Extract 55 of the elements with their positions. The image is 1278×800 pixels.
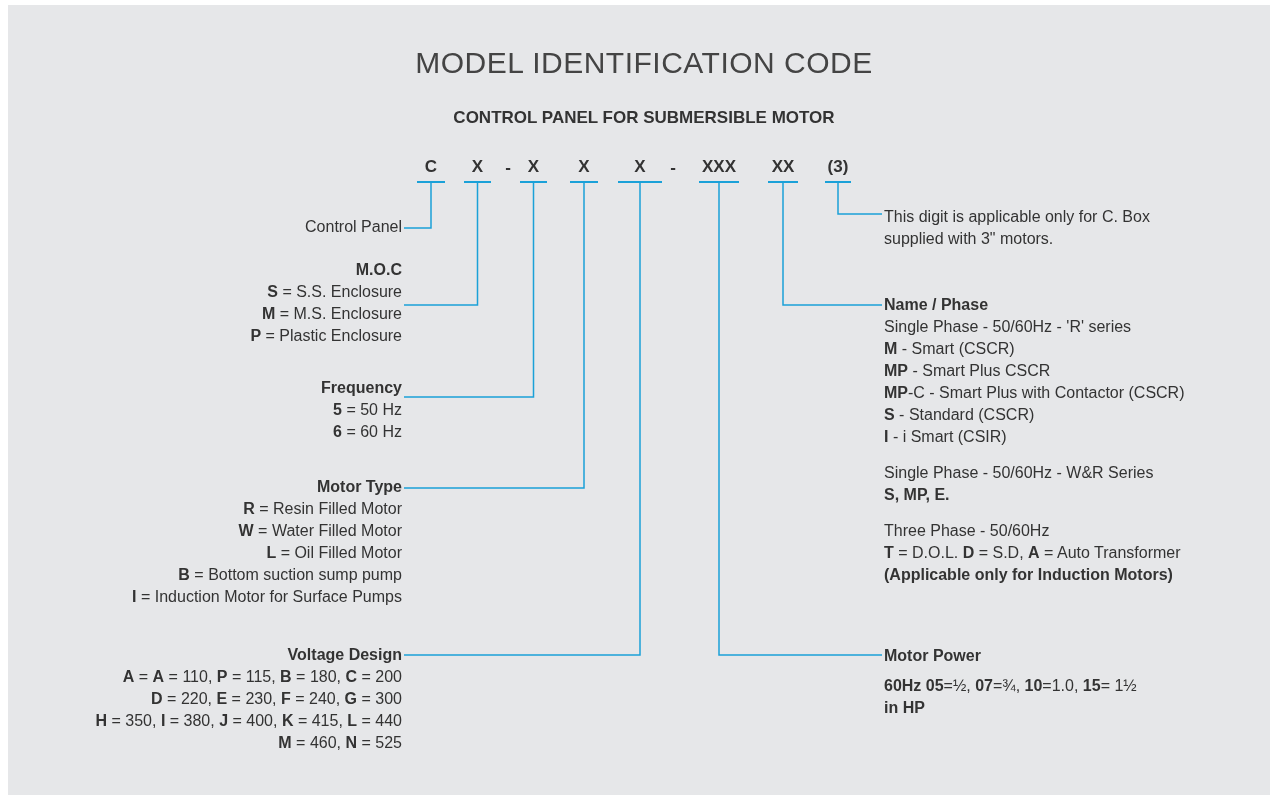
code-character: (3) (825, 157, 851, 183)
title: MODEL IDENTIFICATION CODE (414, 46, 874, 80)
description-text: B = Bottom suction sump pump (177, 565, 402, 585)
code-character: X (570, 157, 598, 183)
description-text: MP-C - Smart Plus with Contactor (CSCR) (884, 383, 1185, 403)
code-character: X (618, 157, 662, 183)
description-text: 60Hz 05=½, 07=¾, 10=1.0, 15= 1½ (884, 676, 1137, 696)
leader-line (403, 182, 585, 489)
description-text: in HP (884, 698, 926, 718)
description-text: A = A = 110, P = 115, B = 180, C = 200 (121, 667, 402, 687)
subtitle: CONTROL PANEL FOR SUBMERSIBLE MOTOR (452, 108, 836, 128)
description-text: 5 = 50 Hz (332, 400, 402, 420)
heading: Motor Power (884, 646, 982, 666)
description-text: W = Water Filled Motor (237, 521, 402, 541)
description-text: Single Phase - 50/60Hz - W&R Series (884, 463, 1155, 483)
heading: Motor Type (315, 477, 402, 497)
leader-line (403, 182, 432, 229)
code-character: X (520, 157, 547, 183)
description-text: MP - Smart Plus CSCR (884, 361, 1052, 381)
heading: M.O.C (354, 260, 402, 280)
description-text: R = Resin Filled Motor (242, 499, 402, 519)
code-character: X (464, 157, 491, 183)
description-text: 6 = 60 Hz (332, 422, 402, 442)
description-text: M = M.S. Enclosure (260, 304, 402, 324)
description-text: Three Phase - 50/60Hz (884, 521, 1051, 541)
separator-dash: - (669, 158, 677, 178)
leader-line (837, 182, 883, 215)
description-text: M - Smart (CSCR) (884, 339, 1016, 359)
description-text: S - Standard (CSCR) (884, 405, 1036, 425)
description-text: D = 220, E = 230, F = 240, G = 300 (150, 689, 402, 709)
code-character: XX (768, 157, 798, 183)
description-text: H = 350, I = 380, J = 400, K = 415, L = 440 (94, 711, 402, 731)
description-text: M = 460, N = 525 (277, 733, 402, 753)
description-text: L = Oil Filled Motor (265, 543, 402, 563)
code-character: C (417, 157, 445, 183)
leader-line (403, 182, 479, 306)
description-text: Single Phase - 50/60Hz - 'R' series (884, 317, 1133, 337)
heading: Voltage Design (286, 645, 402, 665)
description-text: S = S.S. Enclosure (266, 282, 402, 302)
heading: Name / Phase (884, 295, 990, 315)
separator-dash: - (504, 158, 512, 178)
leader-line (782, 182, 883, 306)
description-text: S, MP, E. (884, 485, 951, 505)
description-text: P = Plastic Enclosure (249, 326, 402, 346)
description-text: (Applicable only for Induction Motors) (884, 565, 1174, 585)
leader-line (403, 182, 535, 398)
heading: Frequency (320, 378, 402, 398)
leader-line (718, 182, 883, 656)
code-character: XXX (699, 157, 739, 183)
leader-line (403, 182, 641, 656)
description-text: This digit is applicable only for C. Box supplied with 3" motors. (884, 207, 1151, 249)
description-text: T = D.O.L. D = S.D, A = Auto Transformer (884, 543, 1182, 563)
description-text: I = Induction Motor for Surface Pumps (131, 587, 402, 607)
description-text: I - i Smart (CSIR) (884, 427, 1008, 447)
description-text: Control Panel (304, 217, 402, 237)
